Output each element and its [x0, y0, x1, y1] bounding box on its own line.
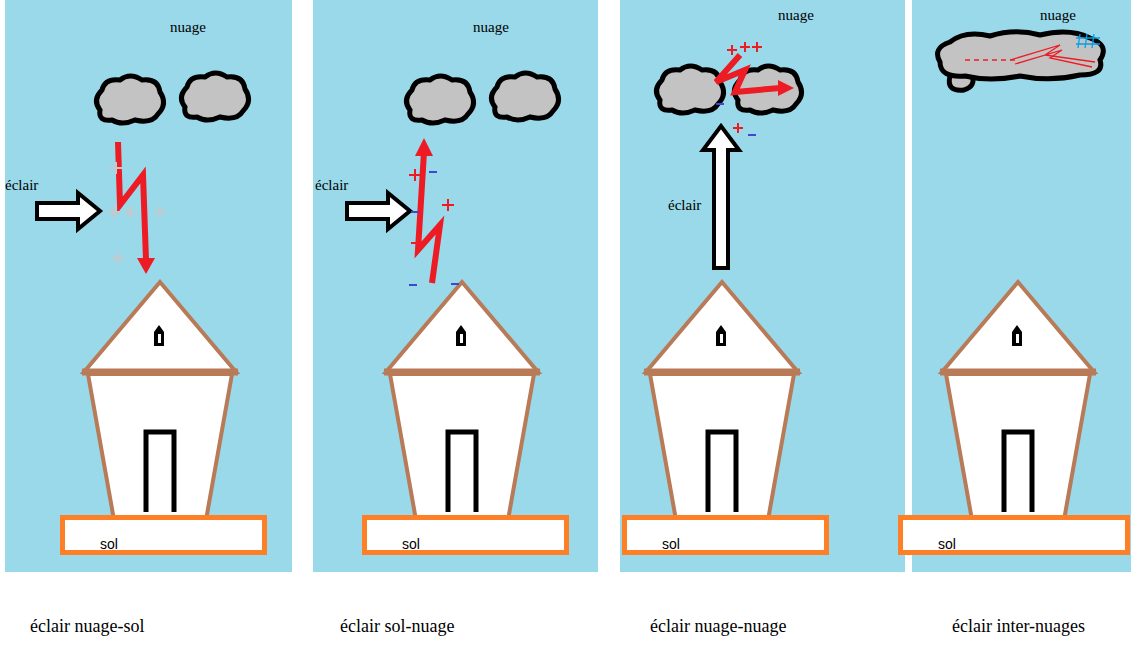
ground-label: sol: [938, 537, 956, 551]
scene-panel: nuage éclair sol: [5, 0, 292, 572]
lightning-label: éclair: [668, 198, 701, 213]
scene-panel: nuage éclair sol: [620, 0, 905, 572]
caption-text: éclair nuage-nuage: [650, 617, 786, 635]
scene-panel: nuage éclair sol: [313, 0, 598, 572]
cloud-label: nuage: [778, 8, 814, 23]
ground-box: sol: [60, 515, 267, 555]
cloud-label: nuage: [473, 20, 509, 35]
caption-text: éclair inter-nuages: [952, 617, 1085, 635]
ground-box: sol: [898, 515, 1130, 555]
scene-panel: nuage sol: [912, 0, 1131, 572]
caption-text: éclair sol-nuage: [340, 617, 454, 635]
cloud-label: nuage: [1040, 8, 1076, 23]
ground-box: sol: [622, 515, 829, 555]
ground-label: sol: [402, 537, 420, 551]
ground-box: sol: [362, 515, 569, 555]
caption-text: éclair nuage-sol: [30, 617, 144, 635]
ground-label: sol: [662, 537, 680, 551]
lightning-label: éclair: [5, 178, 38, 193]
cloud-label: nuage: [170, 20, 206, 35]
lightning-label: éclair: [315, 178, 348, 193]
ground-label: sol: [100, 537, 118, 551]
